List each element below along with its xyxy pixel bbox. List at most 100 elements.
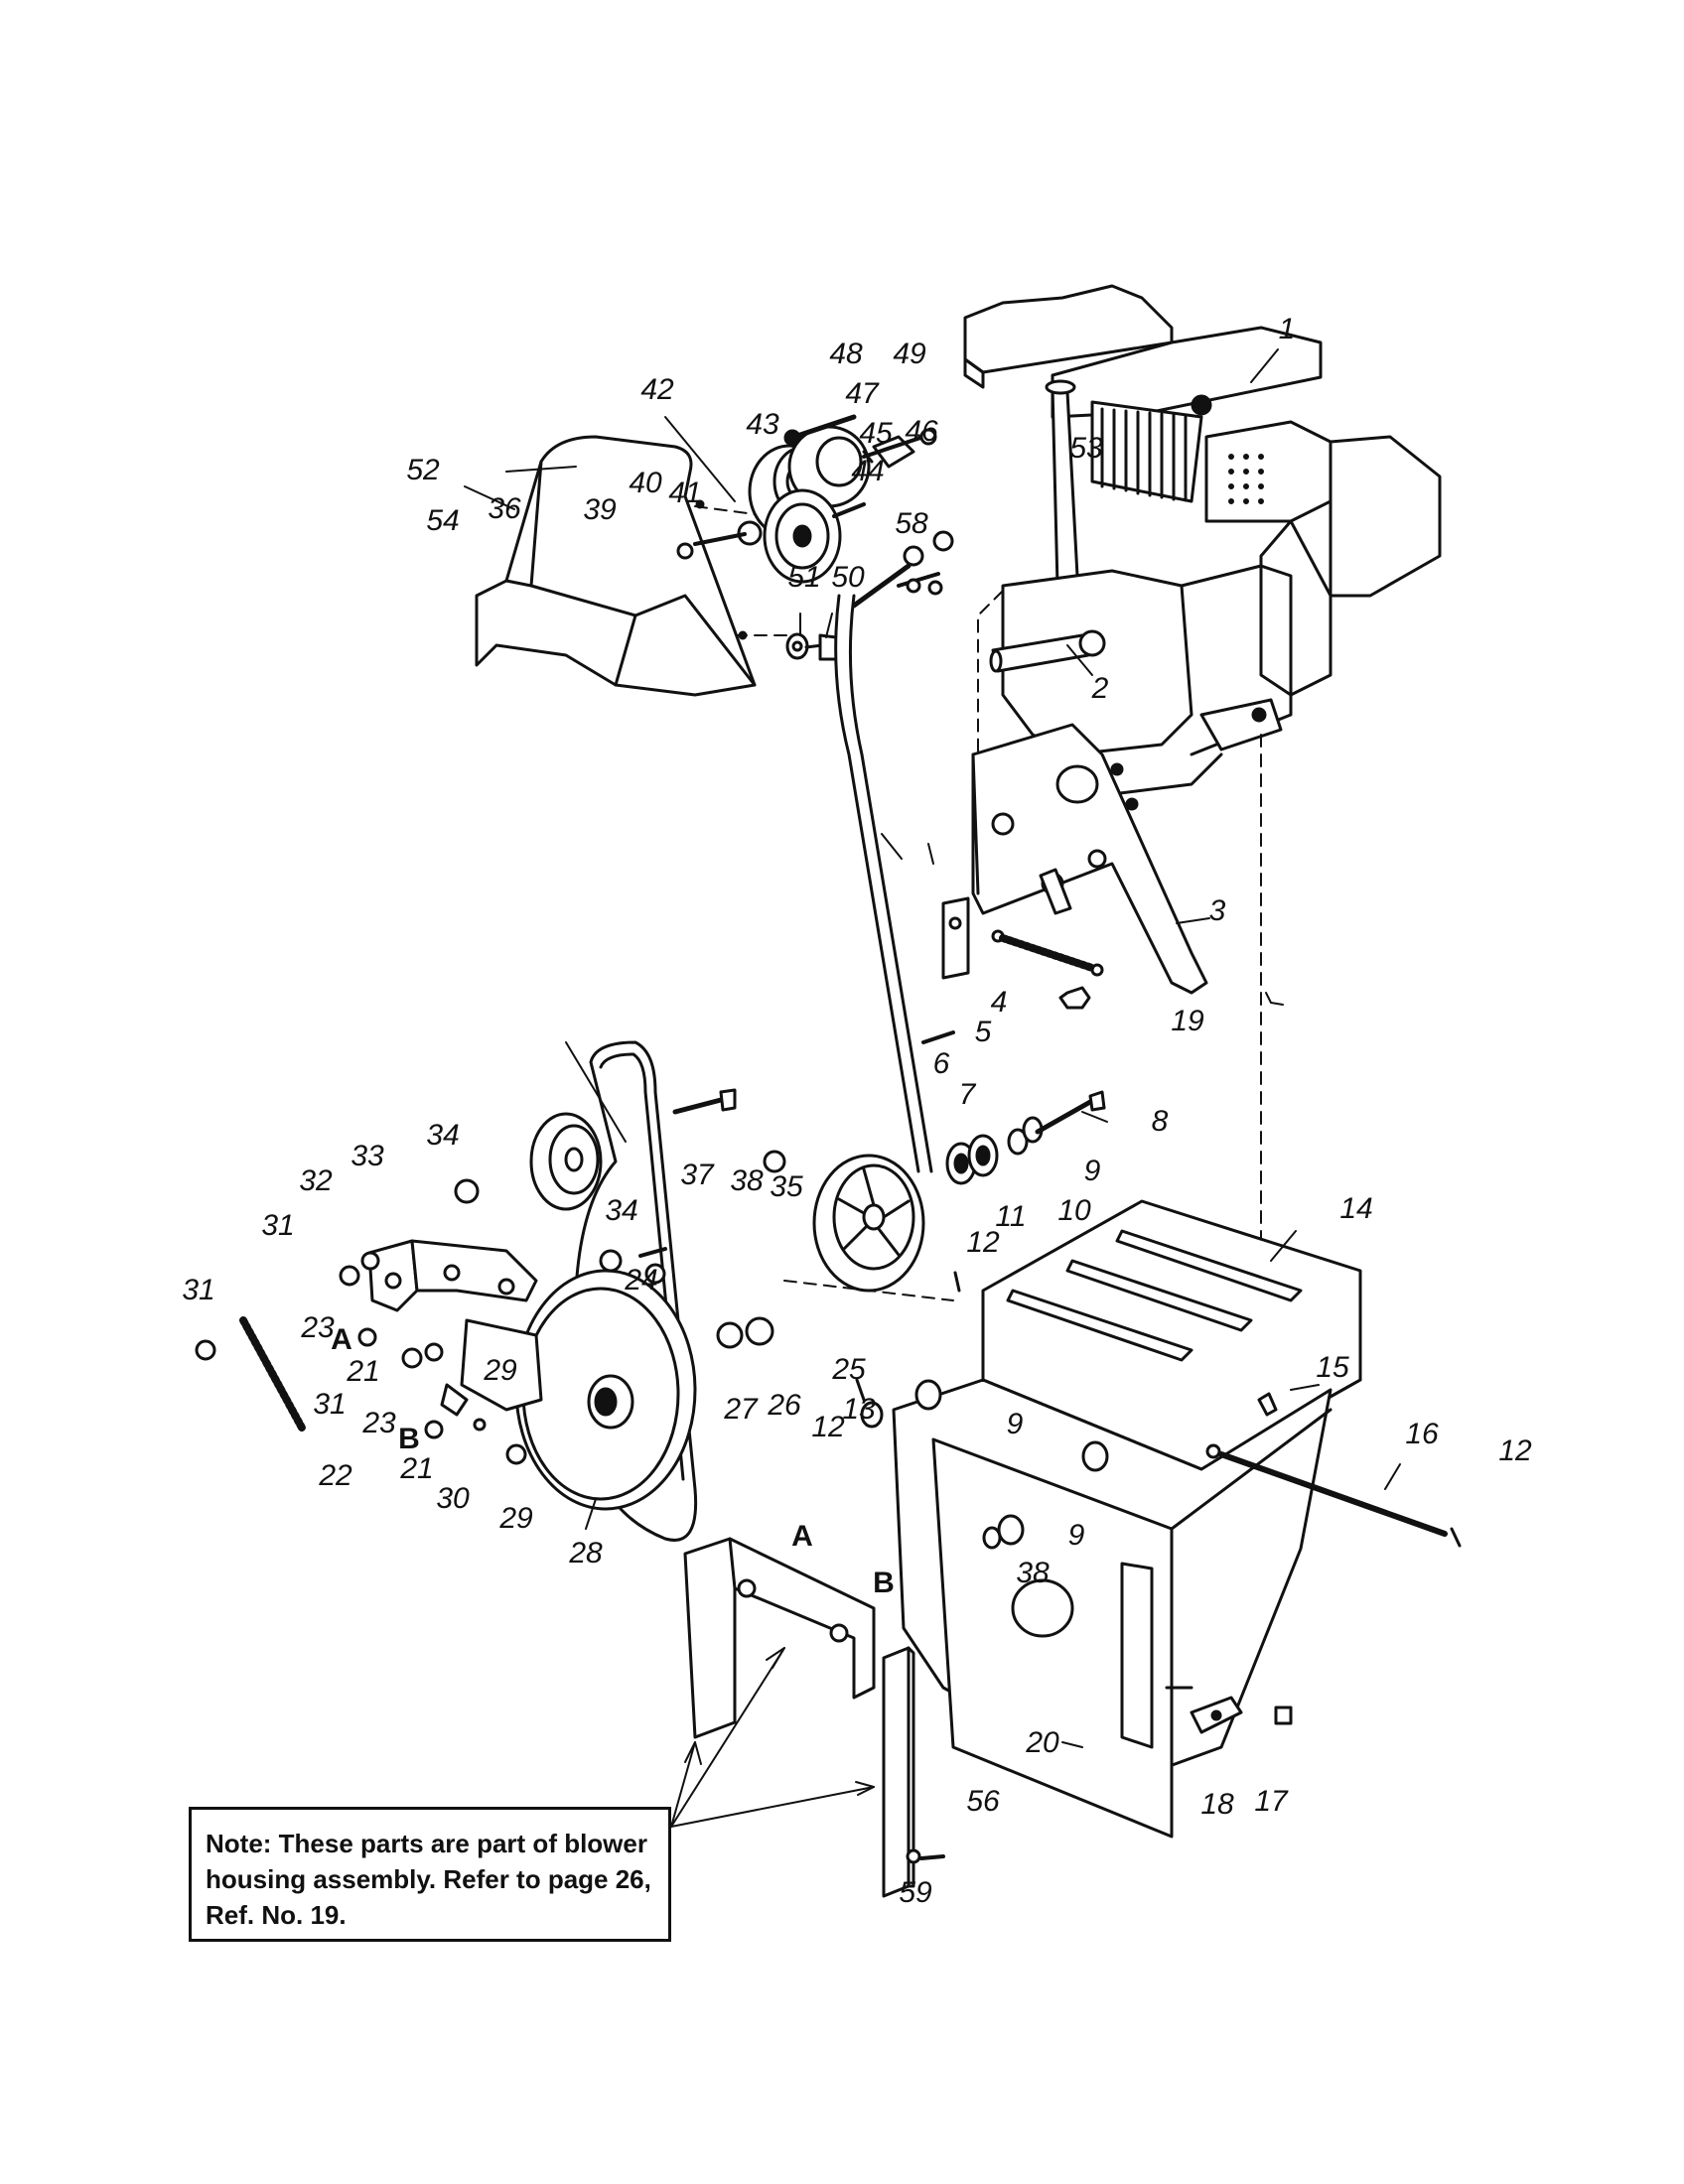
- callout-42: 42: [640, 373, 674, 406]
- spring-22: [239, 1316, 307, 1433]
- callout-18: 18: [1200, 1788, 1234, 1821]
- callout-a-lower: A: [791, 1520, 813, 1553]
- plate-18: [1165, 1686, 1293, 1734]
- callout-27: 27: [724, 1393, 758, 1426]
- callout-7: 7: [958, 1078, 976, 1111]
- callout-12-a: 12: [966, 1226, 1000, 1259]
- callout-22: 22: [319, 1459, 352, 1492]
- callout-29-a: 29: [484, 1354, 517, 1387]
- idler-bracket: [367, 1239, 543, 1417]
- callout-3: 3: [1208, 894, 1226, 927]
- callout-31-c: 31: [313, 1388, 347, 1421]
- callout-6: 6: [932, 1047, 950, 1080]
- callout-24: 24: [625, 1264, 658, 1297]
- callout-5: 5: [974, 1016, 992, 1048]
- pins-and-washers: [855, 1271, 1462, 1550]
- callout-21-b: 21: [400, 1452, 434, 1485]
- note-line-1: Note: These parts are part of blower: [206, 1829, 647, 1858]
- callout-17: 17: [1254, 1785, 1288, 1818]
- bracket-b: [882, 1646, 945, 1898]
- callout-19: 19: [1171, 1005, 1204, 1037]
- callout-59: 59: [899, 1876, 932, 1909]
- callout-b-upper: B: [398, 1423, 420, 1455]
- callout-48: 48: [829, 338, 863, 370]
- callout-33: 33: [351, 1140, 384, 1172]
- idler-pulley: [763, 488, 866, 584]
- callout-13: 13: [842, 1393, 876, 1426]
- note-line-2: housing assembly. Refer to page 26,: [206, 1864, 651, 1894]
- callout-9-c: 9: [1067, 1519, 1085, 1552]
- callout-b-lower: B: [873, 1567, 895, 1599]
- callout-54: 54: [426, 504, 460, 537]
- bearings: [945, 1116, 1044, 1185]
- callout-44: 44: [851, 455, 885, 487]
- callout-23-a: 23: [301, 1311, 335, 1344]
- callout-35: 35: [770, 1170, 803, 1203]
- callout-a-upper: A: [331, 1323, 352, 1356]
- callout-34-b: 34: [605, 1194, 638, 1227]
- callout-16: 16: [1405, 1418, 1439, 1450]
- callout-49: 49: [893, 338, 926, 370]
- callout-28: 28: [569, 1537, 603, 1570]
- callout-45: 45: [859, 417, 893, 450]
- callout-56: 56: [966, 1785, 1000, 1818]
- callout-37: 37: [680, 1159, 714, 1191]
- callout-58: 58: [895, 507, 928, 540]
- callout-20: 20: [1026, 1726, 1059, 1759]
- callout-30: 30: [436, 1482, 470, 1515]
- hardware: [195, 428, 954, 1465]
- note-line-3: Ref. No. 19.: [206, 1900, 347, 1930]
- callout-21-a: 21: [347, 1355, 380, 1388]
- callout-23-b: 23: [362, 1407, 396, 1439]
- callout-43: 43: [746, 408, 779, 441]
- callout-10: 10: [1057, 1194, 1091, 1227]
- bolts: [638, 532, 955, 1258]
- callout-8: 8: [1151, 1105, 1169, 1138]
- callout-9-b: 9: [1006, 1408, 1024, 1440]
- callout-12-b: 12: [811, 1411, 845, 1443]
- callout-4: 4: [990, 986, 1008, 1019]
- callout-39: 39: [583, 493, 617, 526]
- callout-1: 1: [1278, 313, 1296, 345]
- note-arrows: [670, 1647, 875, 1828]
- callout-52: 52: [406, 454, 440, 486]
- engine-bracket: [941, 723, 1208, 1010]
- callout-2: 2: [1091, 672, 1109, 705]
- callout-11: 11: [995, 1200, 1027, 1233]
- callout-31-b: 31: [182, 1274, 215, 1306]
- callout-14: 14: [1339, 1192, 1373, 1225]
- callout-51: 51: [787, 561, 821, 594]
- callout-34-a: 34: [426, 1119, 460, 1152]
- callout-9-a: 9: [1083, 1155, 1101, 1187]
- callout-40: 40: [629, 467, 662, 499]
- engine: [963, 284, 1442, 796]
- callout-53: 53: [1069, 432, 1103, 465]
- callout-12-c: 12: [1498, 1434, 1532, 1467]
- belt-cover: [475, 435, 757, 697]
- callout-29-b: 29: [499, 1502, 533, 1535]
- callout-25: 25: [832, 1353, 866, 1386]
- callout-26: 26: [768, 1389, 801, 1422]
- bracket-a: [683, 1537, 876, 1739]
- callout-15: 15: [1316, 1351, 1349, 1384]
- callout-31-a: 31: [261, 1209, 295, 1242]
- callout-36: 36: [488, 492, 521, 525]
- callout-50: 50: [831, 561, 865, 594]
- pulley-54: [529, 1112, 603, 1211]
- callout-32: 32: [299, 1164, 333, 1197]
- leader-lines: [464, 348, 1401, 1748]
- crank-guard: [1265, 992, 1284, 1006]
- note-box: Note: These parts are part of blower hou…: [189, 1807, 671, 1942]
- cover-screw-and-washer: [785, 632, 838, 661]
- frame-housing: [892, 1199, 1448, 1839]
- callout-38-b: 38: [1016, 1557, 1050, 1589]
- auger-pulley: [812, 1154, 925, 1293]
- callout-46: 46: [905, 415, 938, 448]
- callout-38-a: 38: [730, 1164, 764, 1197]
- callout-41: 41: [668, 477, 702, 509]
- callout-47: 47: [845, 377, 879, 410]
- bolt-8: [1035, 1099, 1093, 1135]
- belt-25: [834, 595, 929, 1177]
- large-pulley: [514, 1269, 697, 1511]
